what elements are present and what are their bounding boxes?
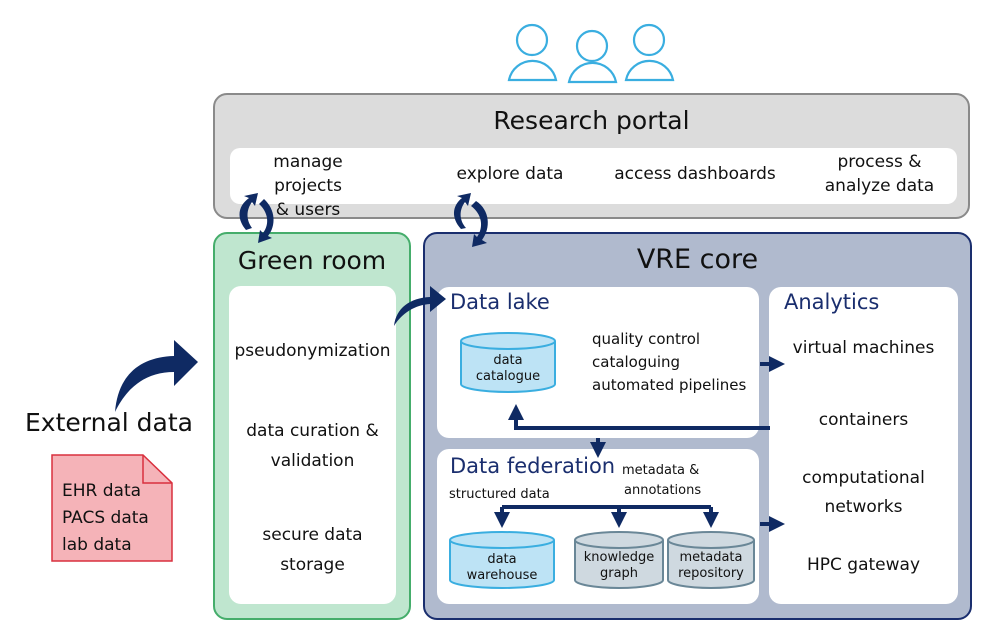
cyl-line: knowledge (583, 550, 655, 565)
metadata-repository-cylinder (667, 531, 755, 589)
analytics-item-vms: virtual machines (792, 338, 935, 358)
document-icon (51, 454, 173, 562)
external-data-item: EHR data (62, 481, 142, 501)
data-lake-functions: quality control cataloguing automated pi… (592, 328, 746, 397)
portal-vre-cycle-icon (471, 201, 488, 247)
data-lake-function: quality control (592, 330, 701, 348)
green-item-label: validation (270, 451, 355, 471)
user-icon (624, 23, 675, 82)
user-icon (567, 29, 618, 84)
green-item-storage: secure data storage (229, 520, 396, 580)
portal-item-label: manage projects (273, 152, 343, 196)
green-item-label: data curation & (246, 421, 379, 441)
portal-item-process: process & analyze data (812, 150, 947, 198)
portal-greenroom-cycle-icon (239, 193, 258, 230)
cyl-line: repository (678, 566, 744, 581)
cyl-line: graph (599, 566, 639, 581)
data-catalogue-cylinder (460, 332, 556, 393)
research-portal-title: Research portal (493, 106, 690, 135)
data-warehouse-label: data warehouse (450, 552, 554, 584)
cyl-line: catalogue (475, 369, 541, 384)
data-lake-function: automated pipelines (592, 376, 747, 394)
metadata-annotations-label: metadata & annotations (622, 461, 701, 501)
green-item-label: secure data (262, 525, 363, 545)
portal-item-label: & users (275, 200, 341, 220)
green-room-functions (229, 286, 396, 604)
data-catalogue-label: data catalogue (461, 353, 555, 385)
structured-data-label: structured data (449, 487, 550, 502)
label-line: metadata & (622, 463, 700, 478)
portal-item-manage: manage projects & users (238, 150, 378, 222)
external-data-list: EHR data PACS data lab data (62, 478, 149, 559)
data-warehouse-cylinder (449, 531, 555, 589)
portal-vre-cycle-icon (453, 193, 471, 229)
cyl-line: data (493, 353, 523, 368)
knowledge-graph-cylinder (574, 531, 664, 589)
analytics-title: Analytics (784, 290, 880, 314)
cyl-line: data (487, 552, 517, 567)
analytics-panel (769, 287, 958, 604)
knowledge-graph-label: knowledge graph (575, 550, 663, 582)
external-data-title: External data (25, 408, 193, 437)
portal-greenroom-cycle-icon (258, 199, 274, 243)
analytics-item-label: computational (802, 468, 925, 488)
portal-item-explore: explore data (456, 164, 564, 184)
cyl-line: warehouse (466, 568, 538, 583)
feedback-arrow (508, 404, 770, 430)
research-portal-functions (230, 148, 957, 204)
green-item-label: storage (280, 555, 345, 575)
analytics-item-containers: containers (818, 410, 909, 430)
greenroom-to-datalake-arrow (394, 286, 446, 326)
label-line: annotations (624, 483, 702, 498)
portal-item-label: analyze data (824, 176, 935, 196)
metadata-repository-label: metadata repository (668, 550, 754, 582)
analytics-item-networks: computational networks (769, 464, 958, 522)
portal-item-dashboards: access dashboards (614, 164, 776, 184)
data-lake-title: Data lake (450, 290, 550, 314)
cyl-line: metadata (679, 550, 743, 565)
green-room-title: Green room (237, 246, 387, 275)
green-item-curation: data curation & validation (229, 416, 396, 476)
portal-item-label: process & (837, 152, 922, 172)
user-icon (507, 23, 558, 82)
analytics-item-label: networks (824, 497, 903, 517)
data-federation-title: Data federation (450, 454, 616, 478)
external-to-greenroom-arrow (115, 340, 198, 412)
external-data-item: PACS data (62, 508, 149, 528)
green-item-pseudonymization: pseudonymization (234, 341, 391, 361)
data-lake-function: cataloguing (592, 353, 681, 371)
analytics-item-hpc: HPC gateway (806, 555, 921, 575)
vre-core-title: VRE core (636, 244, 759, 275)
external-data-item: lab data (62, 535, 132, 555)
